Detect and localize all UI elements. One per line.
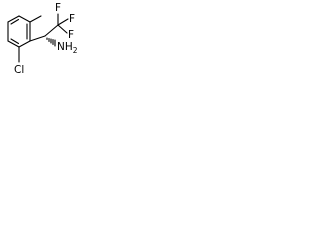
ring-bond xyxy=(7,40,20,48)
ring-double-bond xyxy=(10,18,20,25)
chemical-structure: F F F NH2 Cl xyxy=(7,2,78,76)
cf-bond xyxy=(57,18,69,26)
hydrogen-count: 2 xyxy=(73,46,78,55)
hydrogen-symbol: H xyxy=(65,41,73,53)
ring-bond xyxy=(7,15,20,23)
chiral-to-cf3-bond xyxy=(44,24,59,37)
ring-bond xyxy=(18,40,31,48)
hashed-wedge-bond xyxy=(46,37,56,47)
chlorine-label: Cl xyxy=(14,64,24,76)
amine-label: NH2 xyxy=(57,41,78,55)
ring-bond xyxy=(18,15,31,23)
methyl-bond xyxy=(29,15,42,23)
cf-bond xyxy=(57,24,68,34)
benzene-ring xyxy=(7,15,31,48)
fluorine-label: F xyxy=(55,2,61,14)
nitrogen-symbol: N xyxy=(57,41,65,53)
fluorine-label: F xyxy=(68,29,74,41)
fluorine-label: F xyxy=(69,13,75,25)
ring-to-chiral-bond xyxy=(29,35,46,42)
ring-double-bond xyxy=(10,38,20,45)
